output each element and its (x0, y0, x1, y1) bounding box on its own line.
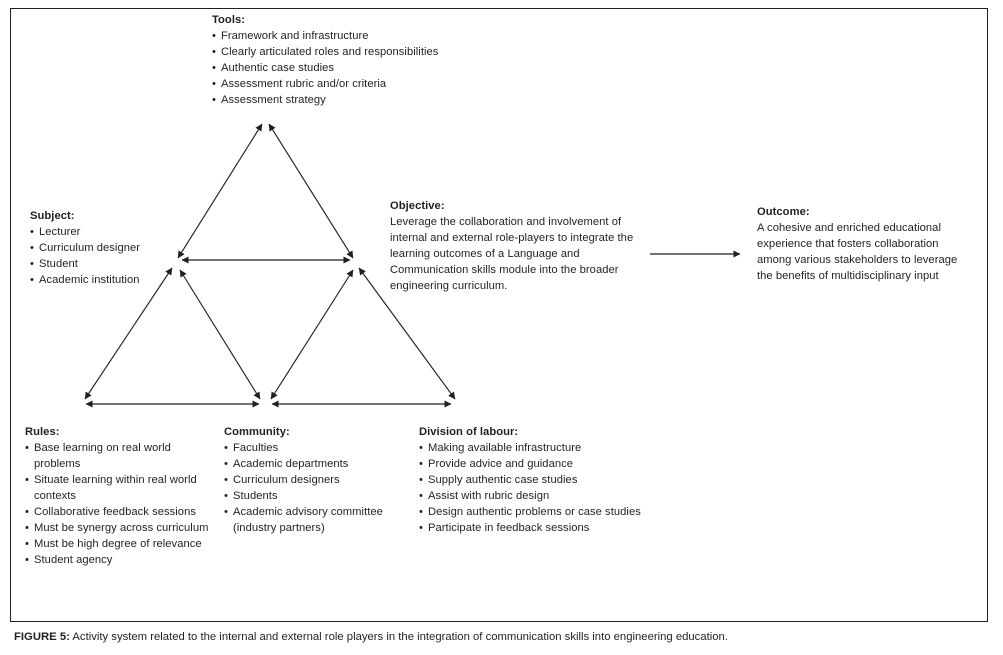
list-item: Base learning on real world problems (25, 440, 220, 472)
list-item: Collaborative feedback sessions (25, 504, 220, 520)
list-item: Academic institution (30, 272, 190, 288)
list-item: Clearly articulated roles and responsibi… (212, 44, 512, 60)
node-tools-list: Framework and infrastructure Clearly art… (212, 28, 512, 108)
list-item: Academic advisory committee (industry pa… (224, 504, 409, 536)
node-subject-title: Subject: (30, 210, 75, 222)
list-item: Supply authentic case studies (419, 472, 684, 488)
node-objective: Objective: Leverage the collaboration an… (390, 198, 642, 294)
node-rules-list: Base learning on real world problems Sit… (25, 440, 220, 568)
figure-caption: FIGURE 5: Activity system related to the… (14, 630, 974, 645)
list-item: Design authentic problems or case studie… (419, 504, 684, 520)
list-item: Making available infrastructure (419, 440, 684, 456)
list-item: Must be high degree of relevance (25, 536, 220, 552)
node-division-of-labour-title: Division of labour: (419, 426, 519, 438)
list-item: Assist with rubric design (419, 488, 684, 504)
list-item: Provide advice and guidance (419, 456, 684, 472)
node-objective-text: Leverage the collaboration and involveme… (390, 216, 634, 292)
list-item: Curriculum designers (224, 472, 409, 488)
node-outcome-title: Outcome: (757, 206, 810, 218)
node-subject: Subject: Lecturer Curriculum designer St… (30, 208, 190, 288)
list-item: Authentic case studies (212, 60, 512, 76)
list-item: Lecturer (30, 224, 190, 240)
node-tools: Tools: Framework and infrastructure Clea… (212, 12, 512, 108)
node-community-list: Faculties Academic departments Curriculu… (224, 440, 409, 536)
list-item: Assessment rubric and/or criteria (212, 76, 512, 92)
list-item: Framework and infrastructure (212, 28, 512, 44)
figure-caption-label: FIGURE 5: (14, 631, 70, 643)
node-subject-list: Lecturer Curriculum designer Student Aca… (30, 224, 190, 288)
node-division-of-labour: Division of labour: Making available inf… (419, 424, 684, 536)
list-item: Situate learning within real world conte… (25, 472, 220, 504)
node-outcome: Outcome: A cohesive and enriched educati… (757, 204, 972, 284)
node-outcome-text: A cohesive and enriched educational expe… (757, 222, 958, 282)
list-item: Assessment strategy (212, 92, 512, 108)
list-item: Student (30, 256, 190, 272)
node-community-title: Community: (224, 426, 290, 438)
list-item: Students (224, 488, 409, 504)
node-community: Community: Faculties Academic department… (224, 424, 409, 536)
list-item: Curriculum designer (30, 240, 190, 256)
list-item: Participate in feedback sessions (419, 520, 684, 536)
node-division-of-labour-list: Making available infrastructure Provide … (419, 440, 684, 536)
node-rules: Rules: Base learning on real world probl… (25, 424, 220, 568)
list-item: Student agency (25, 552, 220, 568)
node-tools-title: Tools: (212, 14, 246, 26)
figure-caption-text: Activity system related to the internal … (69, 631, 728, 643)
list-item: Must be synergy across curriculum (25, 520, 220, 536)
node-rules-title: Rules: (25, 426, 60, 438)
node-objective-title: Objective: (390, 200, 445, 212)
list-item: Academic departments (224, 456, 409, 472)
list-item: Faculties (224, 440, 409, 456)
